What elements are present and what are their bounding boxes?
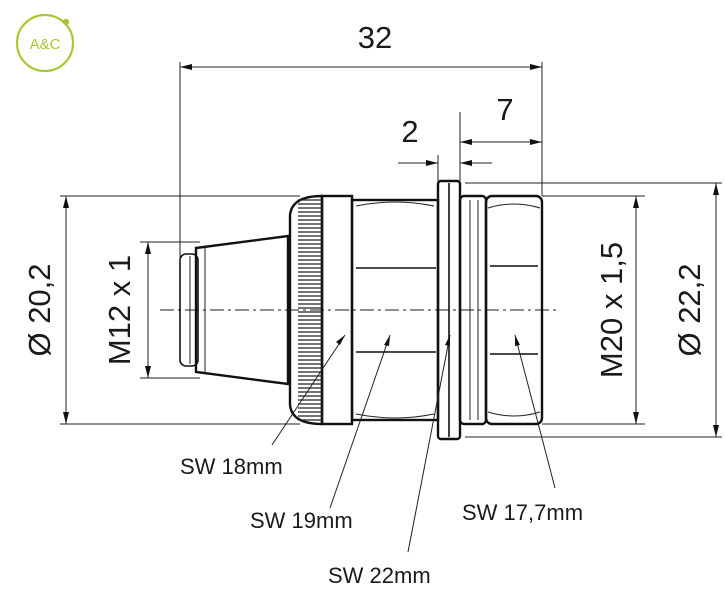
callout-sw-hex-front: SW 19mm	[250, 508, 353, 533]
dim-nut-width: 2	[401, 114, 418, 149]
dim-overall-length: 32	[358, 20, 392, 55]
logo: A&C	[15, 13, 75, 73]
rear-hex	[484, 194, 544, 426]
knurled-ring	[288, 194, 354, 426]
callout-sw-nut: SW 22mm	[328, 563, 431, 588]
callout-leaders	[271, 334, 556, 553]
callout-sw-knurl: SW 18mm	[180, 454, 283, 479]
dim-rear-thread: M20 x 1,5	[594, 242, 629, 378]
dim-rear-length: 7	[496, 92, 513, 127]
callout-sw-hex-rear: SW 17,7mm	[462, 500, 583, 525]
dim-rear-diameter: Ø 22,2	[672, 263, 707, 356]
extension-lines	[60, 62, 722, 438]
arrowheads	[63, 64, 719, 437]
front-plug	[179, 234, 290, 386]
dim-front-diameter: Ø 20,2	[22, 263, 57, 356]
logo-text: A&C	[30, 36, 61, 53]
dim-front-thread: M12 x 1	[102, 255, 137, 365]
